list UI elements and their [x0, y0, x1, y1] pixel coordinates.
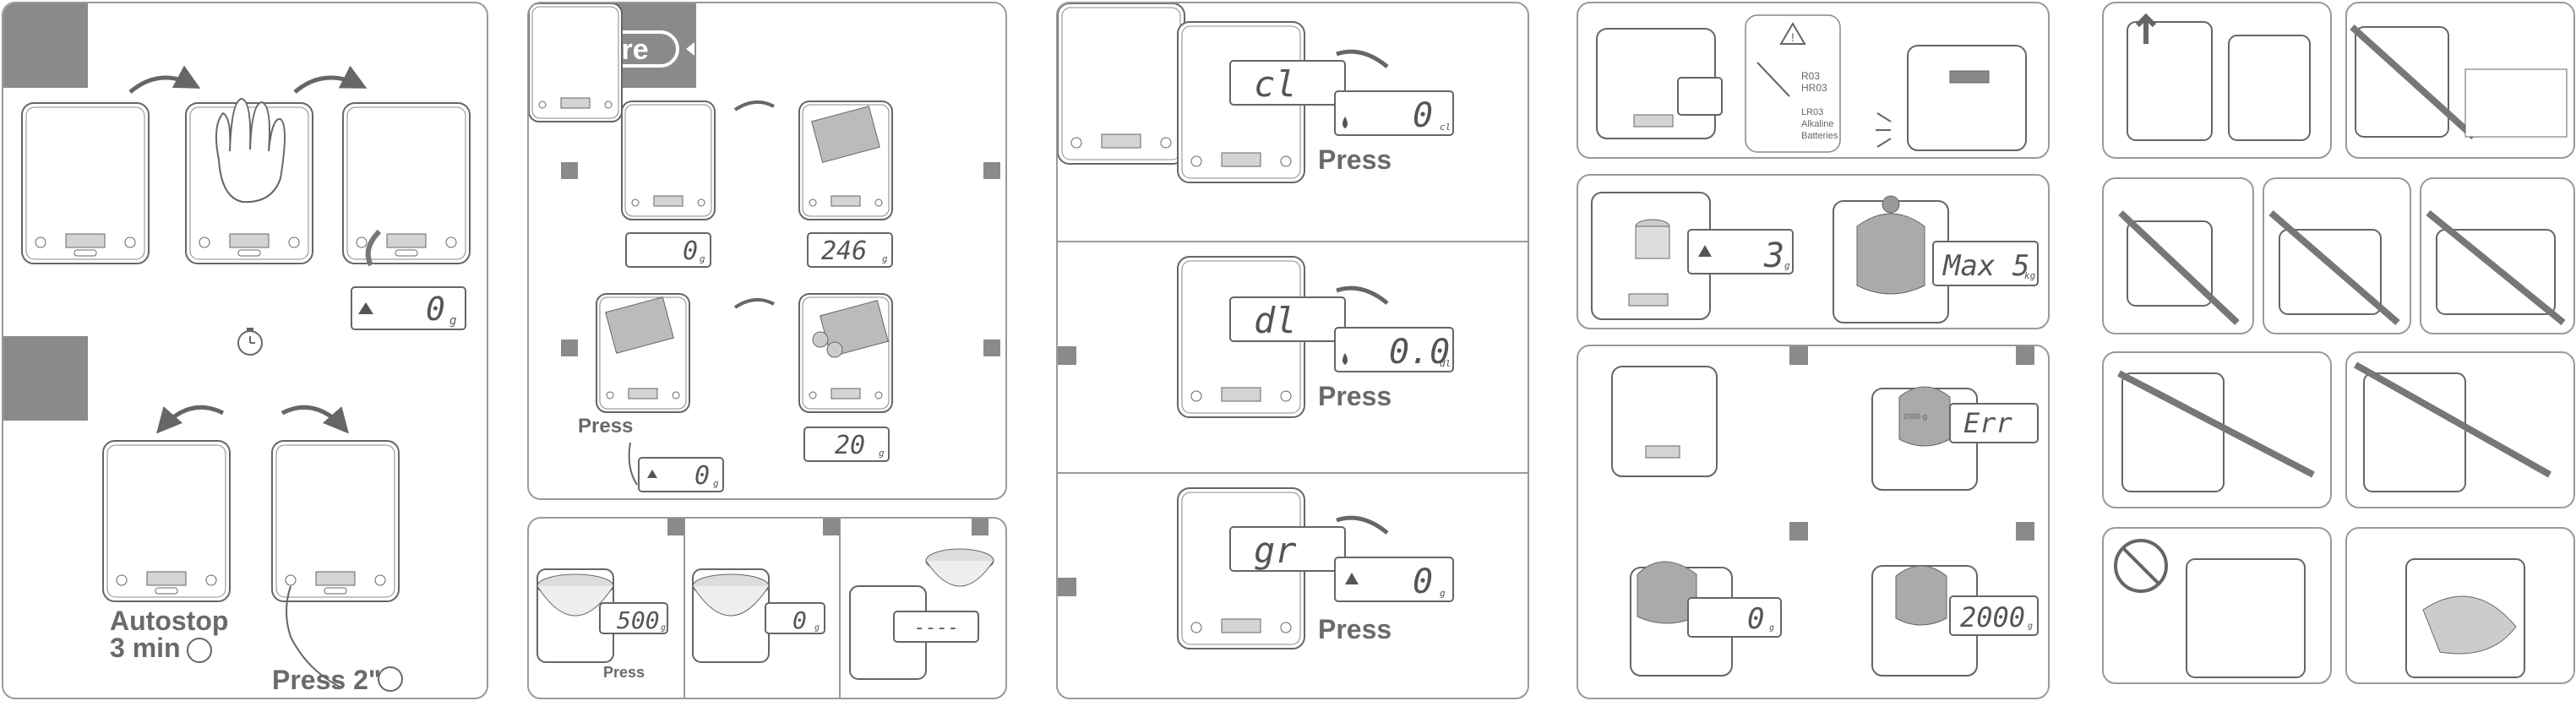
svg-text:g: g [814, 623, 820, 633]
svg-text:246: 246 [821, 236, 867, 266]
svg-text:Press: Press [1318, 381, 1391, 411]
svg-text:Press: Press [1318, 144, 1391, 175]
svg-text:2000 g: 2000 g [1903, 412, 1927, 421]
svg-text:LR03: LR03 [1801, 107, 1823, 117]
corner-tab-1 [3, 3, 88, 88]
svg-text:0: 0 [1413, 562, 1433, 601]
svg-text:Press: Press [603, 664, 645, 681]
safety-grid [2102, 2, 2575, 699]
svg-text:0: 0 [792, 606, 807, 634]
svg-text:Alkaline: Alkaline [1801, 119, 1834, 129]
svg-text:0: 0 [1413, 96, 1433, 135]
svg-text:g: g [661, 623, 666, 633]
svg-text:----: ---- [914, 617, 959, 639]
panel1-art: 0 g Autostop 3 min Press 2" [21, 65, 471, 695]
svg-text:0: 0 [1747, 602, 1764, 636]
corner-tab-2 [3, 336, 88, 421]
svg-text:HR03: HR03 [1801, 82, 1827, 94]
autostop-label: Autostop [110, 606, 228, 636]
svg-text:dl: dl [1254, 300, 1297, 341]
panel-battery: ! R03 HR03 LR03 Alkaline Batteries [1577, 2, 2050, 159]
svg-text:gr: gr [1254, 530, 1297, 571]
svg-text:Err: Err [1963, 407, 2013, 439]
svg-text:Max 5: Max 5 [1942, 249, 2029, 283]
svg-text:g: g [882, 253, 888, 264]
svg-text:g: g [2028, 622, 2033, 631]
press2-label: Press 2" [272, 665, 381, 695]
svg-text:0: 0 [694, 461, 710, 491]
autostop-time: 3 min [110, 633, 181, 663]
svg-text:20: 20 [835, 431, 865, 460]
svg-text:kg: kg [2024, 270, 2036, 281]
svg-text:g: g [1784, 260, 1790, 271]
svg-text:dl: dl [1440, 358, 1451, 369]
svg-text:!: ! [1791, 30, 1794, 44]
svg-text:R03: R03 [1801, 70, 1820, 82]
svg-text:2000: 2000 [1960, 601, 2025, 633]
svg-text:g: g [713, 478, 719, 489]
svg-text:cl: cl [1254, 63, 1297, 105]
svg-text:cl: cl [1440, 122, 1451, 133]
tare-press-label: Press [578, 415, 633, 437]
panel5-art: ! R03 HR03 LR03 Alkaline Batteries [1596, 14, 2027, 153]
p1-display: 0 [426, 291, 445, 328]
svg-text:0: 0 [683, 236, 698, 266]
svg-text:g: g [700, 253, 705, 264]
svg-text:g: g [449, 314, 456, 328]
svg-text:g: g [1440, 588, 1446, 599]
panel-autostop: 0 g Autostop 3 min Press 2" [2, 2, 488, 699]
svg-text:3: 3 [1763, 236, 1784, 275]
svg-text:g: g [879, 448, 885, 459]
svg-text:500: 500 [617, 606, 660, 634]
svg-text:Press: Press [1318, 614, 1391, 644]
svg-text:Batteries: Batteries [1801, 131, 1838, 141]
svg-text:g: g [1769, 623, 1774, 633]
svg-text:0.0: 0.0 [1389, 333, 1450, 372]
safety-art [2114, 13, 2568, 678]
